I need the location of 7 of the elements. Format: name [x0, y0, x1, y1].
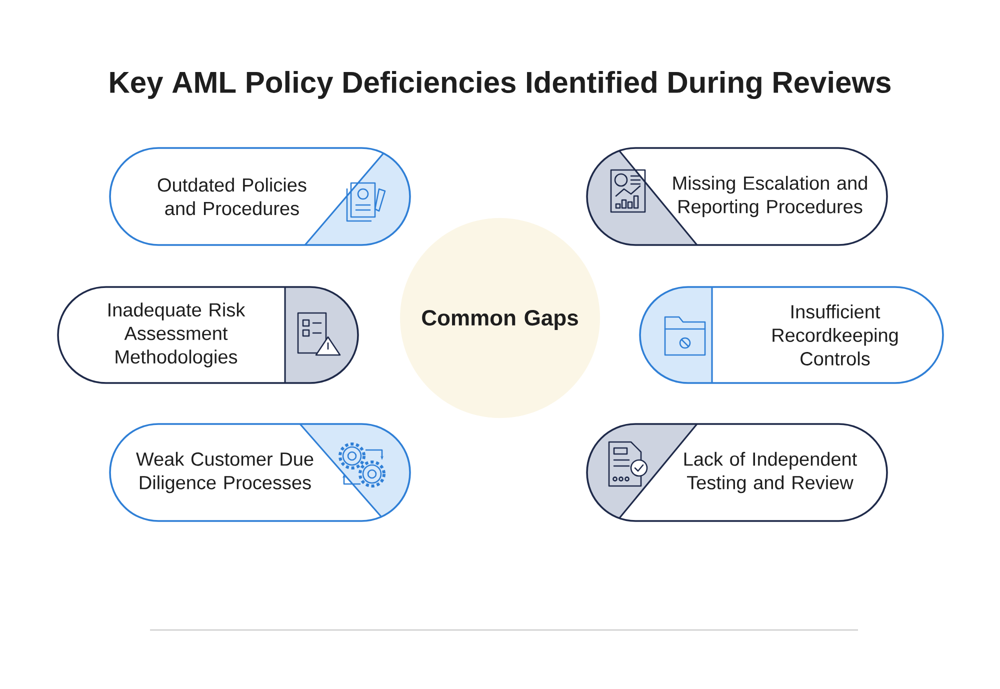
pill-box: Missing Escalation and Reporting Procedures [586, 147, 888, 246]
pill-box: Inadequate Risk Assessment Methodologies [57, 286, 359, 384]
pill-box: Insufficient Recordkeeping Controls [639, 286, 944, 384]
pill-box: Lack of Independent Testing and Review [586, 423, 888, 522]
pill-box: Weak Customer Due Diligence Processes [109, 423, 411, 522]
pill-box: Outdated Policies and Procedures [109, 147, 411, 246]
title: Key AML Policy Deficiencies Identified During Reviews [110, 70, 890, 100]
